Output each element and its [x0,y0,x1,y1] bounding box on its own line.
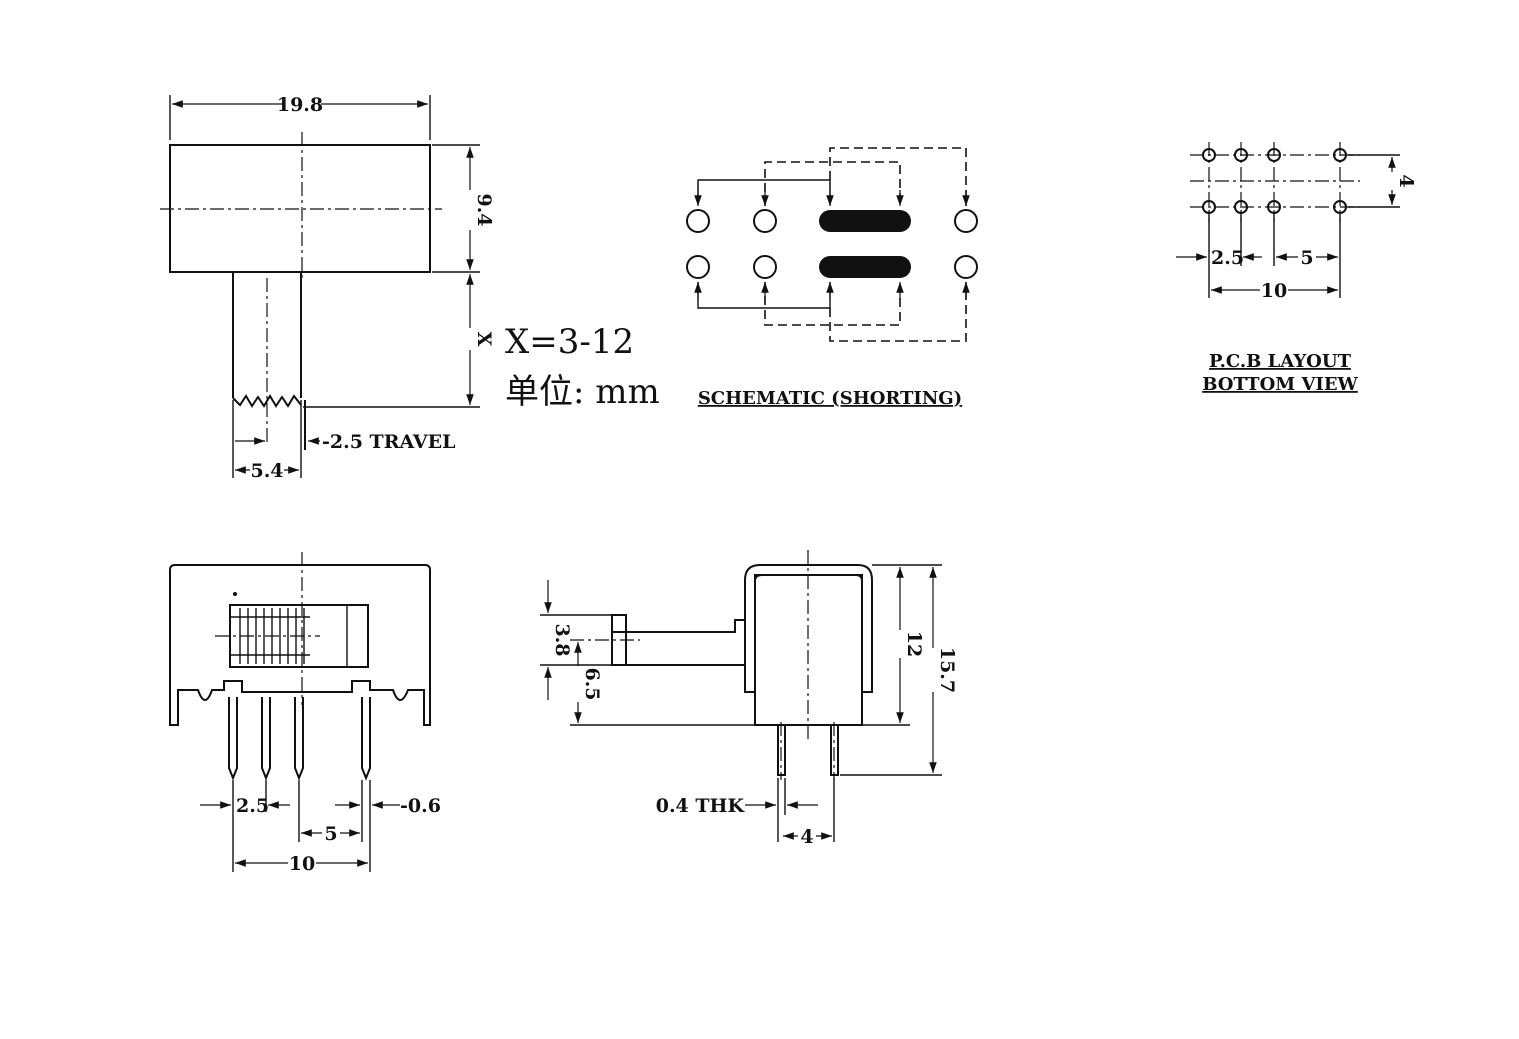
x-dimension: X [473,332,495,347]
front-span-dimension: 10 [289,853,315,875]
x-range-note: X=3-12 [505,322,634,362]
travel-dimension: -2.5 TRAVEL [322,431,455,453]
notes: X=3-12 单位: mm [505,322,660,412]
unit-note: 单位: mm [505,372,660,412]
body-height-dimension: 12 [903,631,925,657]
front-pins [228,697,371,781]
front-view: 2.5 -0.6 5 10 [169,552,441,875]
total-height-dimension: 15.7 [936,647,958,693]
pcb-span-dimension: 10 [1261,280,1287,302]
top-view: 19.8 9.4 X -2.5 TRAVEL 5.4 [160,92,495,482]
schematic: SCHEMATIC (SHORTING) [686,147,978,409]
side-view: 3.8 6.5 12 15.7 0.4 THK 4 [540,550,958,848]
front-pitch-dimension: 2.5 [236,795,269,817]
side-row-dimension: 4 [800,826,813,848]
pcb-caption-line1: P.C.B LAYOUT [1209,351,1352,372]
front-gap-dimension: 5 [324,823,337,845]
knob-dimension: 3.8 [551,623,573,656]
width-dimension: 19.8 [277,94,323,116]
schematic-caption: SCHEMATIC (SHORTING) [698,388,962,409]
pcb-caption-line2: BOTTOM VIEW [1202,374,1358,395]
shaft-dimension: 5.4 [250,460,283,482]
pcb-gap-dimension: 5 [1300,247,1313,269]
offset-dimension: 6.5 [581,667,603,700]
thickness-dimension: 0.4 THK [656,795,746,817]
pcb-row-dimension: 4 [1395,174,1417,187]
pcb-layout: 4 2.5 5 10 P.C.B LAYOUT BOTTOM VIEW [1176,142,1417,395]
pin-width-dimension: -0.6 [400,795,441,817]
pcb-pitch-dimension: 2.5 [1211,247,1244,269]
height-dimension: 9.4 [473,193,495,226]
